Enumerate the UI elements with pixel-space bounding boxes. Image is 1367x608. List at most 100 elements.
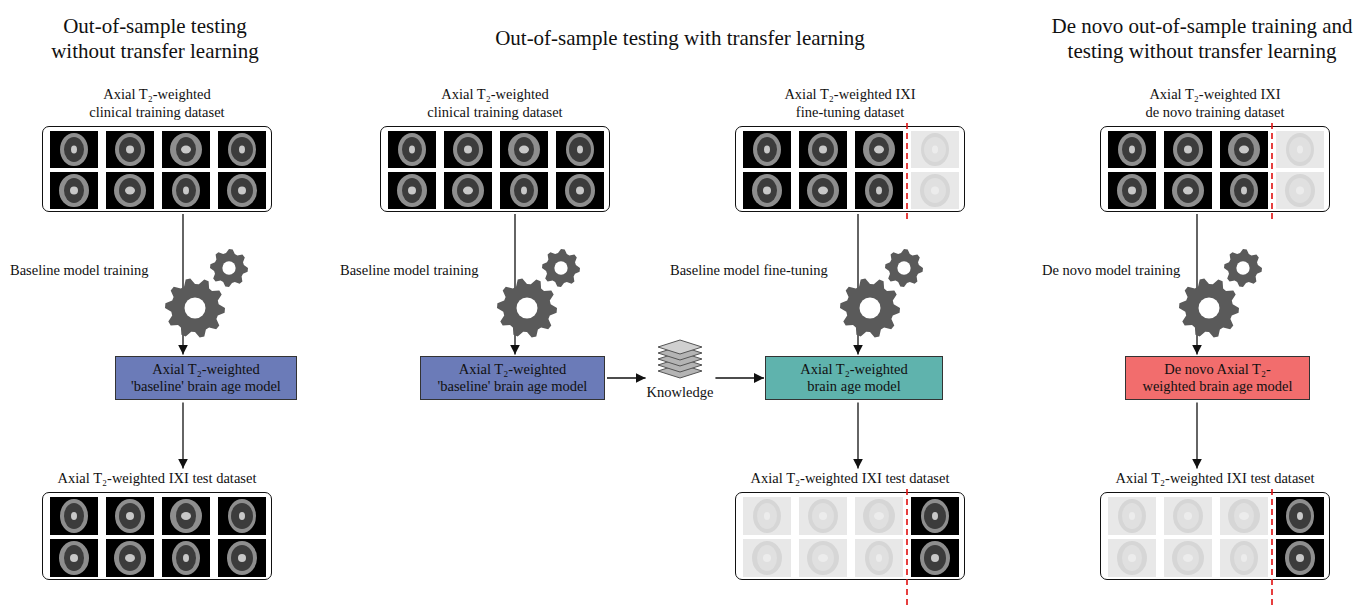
brain-ventricle — [876, 187, 882, 195]
brain-outline — [510, 174, 538, 207]
brain-slice — [855, 497, 903, 535]
brain-slice — [444, 131, 492, 168]
dataset-box — [735, 492, 965, 580]
model-box: Axial T₂-weighted brain age model — [765, 356, 943, 401]
brain-slice — [50, 539, 98, 577]
brain-outline — [60, 133, 88, 166]
brain-outline — [921, 499, 949, 533]
brain-outline — [228, 133, 256, 166]
brain-tissue — [812, 137, 834, 162]
brain-tissue — [1177, 178, 1199, 203]
brain-slice — [1220, 172, 1268, 209]
brain-slice — [1108, 172, 1156, 209]
brain-tissue — [1234, 178, 1254, 203]
brain-tissue — [924, 137, 946, 162]
brain-thumbnails — [1101, 493, 1331, 581]
brain-ventricle — [874, 512, 884, 520]
brain-thumbnails — [43, 127, 273, 213]
brain-tissue — [119, 137, 141, 162]
brain-ventricle — [577, 146, 583, 154]
brain-slice — [106, 539, 154, 577]
brain-outline — [865, 541, 893, 575]
brain-ventricle — [238, 187, 246, 195]
model-label: Axial T₂-weighted 'baseline' brain age m… — [429, 361, 596, 396]
brain-ventricle — [818, 187, 828, 195]
brain-tissue — [1234, 545, 1254, 571]
brain-slice — [911, 172, 959, 209]
brain-ventricle — [239, 512, 245, 520]
brain-ventricle — [463, 187, 473, 195]
gear-symbol — [885, 249, 923, 287]
dataset-label: Axial T₂-weighted clinical training data… — [57, 86, 257, 121]
brain-outline — [1173, 499, 1203, 533]
brain-thumbnails — [43, 493, 273, 581]
dataset-box — [735, 126, 965, 212]
brain-tissue — [64, 503, 84, 529]
brain-ventricle — [764, 146, 770, 154]
brain-slice — [1276, 172, 1324, 209]
brain-outline — [172, 174, 200, 207]
brain-tissue — [1177, 545, 1199, 571]
brain-ventricle — [932, 512, 938, 520]
column-title: Out-of-sample testing without transfer l… — [20, 14, 290, 64]
gear-hole — [185, 298, 206, 319]
gear-hole — [1199, 298, 1220, 319]
flow-arrow — [1196, 402, 1197, 468]
gear-symbol — [1179, 278, 1239, 337]
brain-ventricle — [819, 512, 827, 520]
brain-outline — [566, 133, 594, 166]
brain-slice — [500, 131, 548, 168]
brain-outline — [397, 174, 427, 207]
brain-ventricle — [183, 187, 189, 195]
brain-tissue — [231, 503, 253, 529]
brain-tissue — [924, 178, 946, 203]
gear-symbol — [1224, 249, 1262, 287]
brain-outline — [807, 174, 839, 207]
brain-tissue — [176, 137, 196, 162]
brain-outline — [1285, 541, 1315, 575]
brain-ventricle — [1128, 187, 1136, 195]
brain-outline — [808, 499, 838, 533]
brain-tissue — [1289, 178, 1311, 203]
brain-ventricle — [1129, 512, 1135, 520]
brain-slice — [1108, 539, 1156, 577]
brain-tissue — [1177, 503, 1199, 529]
brain-slice — [1276, 539, 1324, 577]
brain-outline — [1230, 174, 1258, 207]
brain-tissue — [514, 178, 534, 203]
brain-slice — [106, 497, 154, 535]
brain-outline — [170, 499, 202, 533]
brain-tissue — [231, 545, 253, 571]
brain-outline — [1285, 174, 1315, 207]
dataset-label: Axial T₂-weighted IXI fine-tuning datase… — [750, 86, 950, 121]
gear-hole — [1236, 261, 1249, 274]
gear-hole — [554, 261, 567, 274]
split-dashed-line — [906, 123, 908, 219]
brain-slice — [50, 172, 98, 209]
brain-outline — [60, 499, 88, 533]
brain-ventricle — [126, 146, 134, 154]
flow-arrow — [857, 402, 858, 468]
dataset-box — [380, 126, 610, 212]
brain-outline — [1286, 133, 1314, 166]
brain-slice — [1108, 131, 1156, 168]
brain-ventricle — [183, 554, 189, 562]
brain-tissue — [869, 178, 889, 203]
brain-slice — [556, 131, 604, 168]
split-dashed-line — [1271, 489, 1273, 605]
brain-ventricle — [1296, 187, 1304, 195]
brain-slice — [388, 172, 436, 209]
brain-slice — [1164, 131, 1212, 168]
brain-tissue — [812, 545, 834, 571]
brain-tissue — [1122, 503, 1142, 529]
brain-tissue — [1122, 137, 1142, 162]
gear-hole — [517, 298, 538, 319]
brain-slice — [1108, 497, 1156, 535]
gear-symbol — [210, 249, 248, 287]
brain-ventricle — [1239, 512, 1249, 520]
brain-tissue — [457, 178, 479, 203]
brain-ventricle — [1183, 554, 1193, 562]
brain-ventricle — [1239, 146, 1249, 154]
brain-slice — [1276, 497, 1324, 535]
brain-slice — [743, 539, 791, 577]
